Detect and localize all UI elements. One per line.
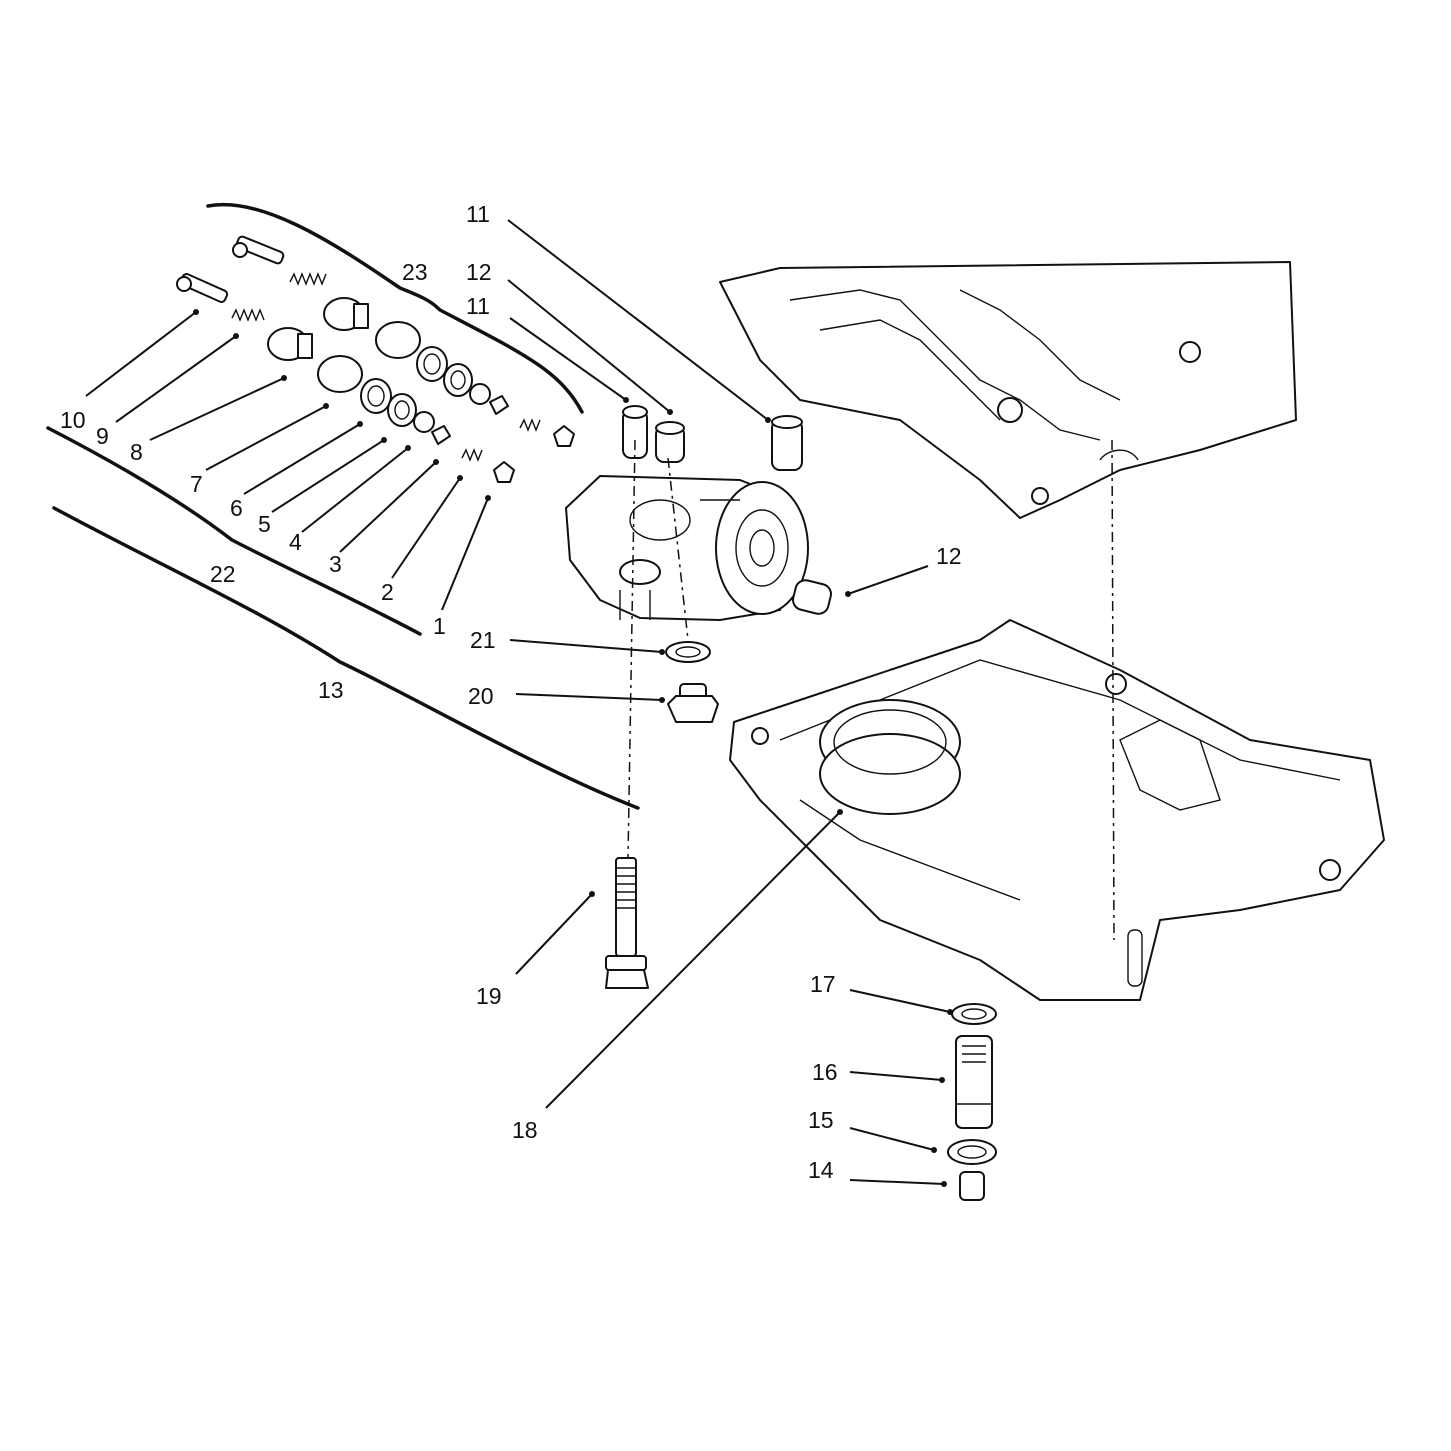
valve-kit-22-parts — [176, 273, 515, 483]
callout-4: 4 — [289, 529, 302, 555]
sleeve-11a — [622, 405, 648, 459]
sleeve-11b — [771, 415, 803, 471]
callout-6: 6 — [230, 495, 243, 521]
callout-21: 21 — [470, 627, 496, 653]
callout-10: 10 — [60, 407, 86, 433]
valve-kit-23-parts — [232, 235, 575, 447]
callout-9: 9 — [96, 423, 109, 449]
brace-23 — [206, 202, 584, 414]
brace-13 — [52, 506, 640, 810]
callout-19: 19 — [476, 983, 502, 1009]
bolt-19 — [605, 857, 649, 989]
callout-1: 1 — [433, 613, 446, 639]
callout-13: 13 — [318, 677, 344, 703]
sleeve-12a — [655, 421, 685, 463]
upper-housing — [719, 261, 1297, 519]
callout-18: 18 — [512, 1117, 538, 1143]
leader-lines — [85, 219, 953, 1187]
callout-labels: 1 2 3 4 5 6 7 8 9 10 11 12 11 12 21 20 1… — [60, 201, 962, 1183]
callout-16: 16 — [812, 1059, 838, 1085]
callout-20: 20 — [468, 683, 494, 709]
callout-3: 3 — [329, 551, 342, 577]
cap-14 — [959, 1171, 985, 1201]
callout-7: 7 — [190, 471, 203, 497]
callout-23: 23 — [402, 259, 428, 285]
callout-8: 8 — [130, 439, 143, 465]
ring-15 — [947, 1139, 997, 1165]
lower-housing — [729, 619, 1385, 1001]
callout-11-mid: 11 — [466, 293, 490, 319]
callout-2: 2 — [381, 579, 394, 605]
callout-22: 22 — [210, 561, 236, 587]
pump-housing — [565, 475, 809, 621]
washer-21 — [665, 641, 711, 663]
plug-20 — [667, 683, 719, 723]
callout-14: 14 — [808, 1157, 834, 1183]
callout-11-top: 11 — [466, 201, 490, 227]
filter-16 — [955, 1035, 993, 1129]
callout-15: 15 — [808, 1107, 834, 1133]
callout-17: 17 — [810, 971, 836, 997]
callout-12-top: 12 — [466, 259, 492, 285]
callout-5: 5 — [258, 511, 271, 537]
filter-17 — [951, 1003, 997, 1025]
sleeve-12b — [792, 579, 832, 615]
callout-12-right: 12 — [936, 543, 962, 569]
brace-22 — [46, 426, 422, 636]
